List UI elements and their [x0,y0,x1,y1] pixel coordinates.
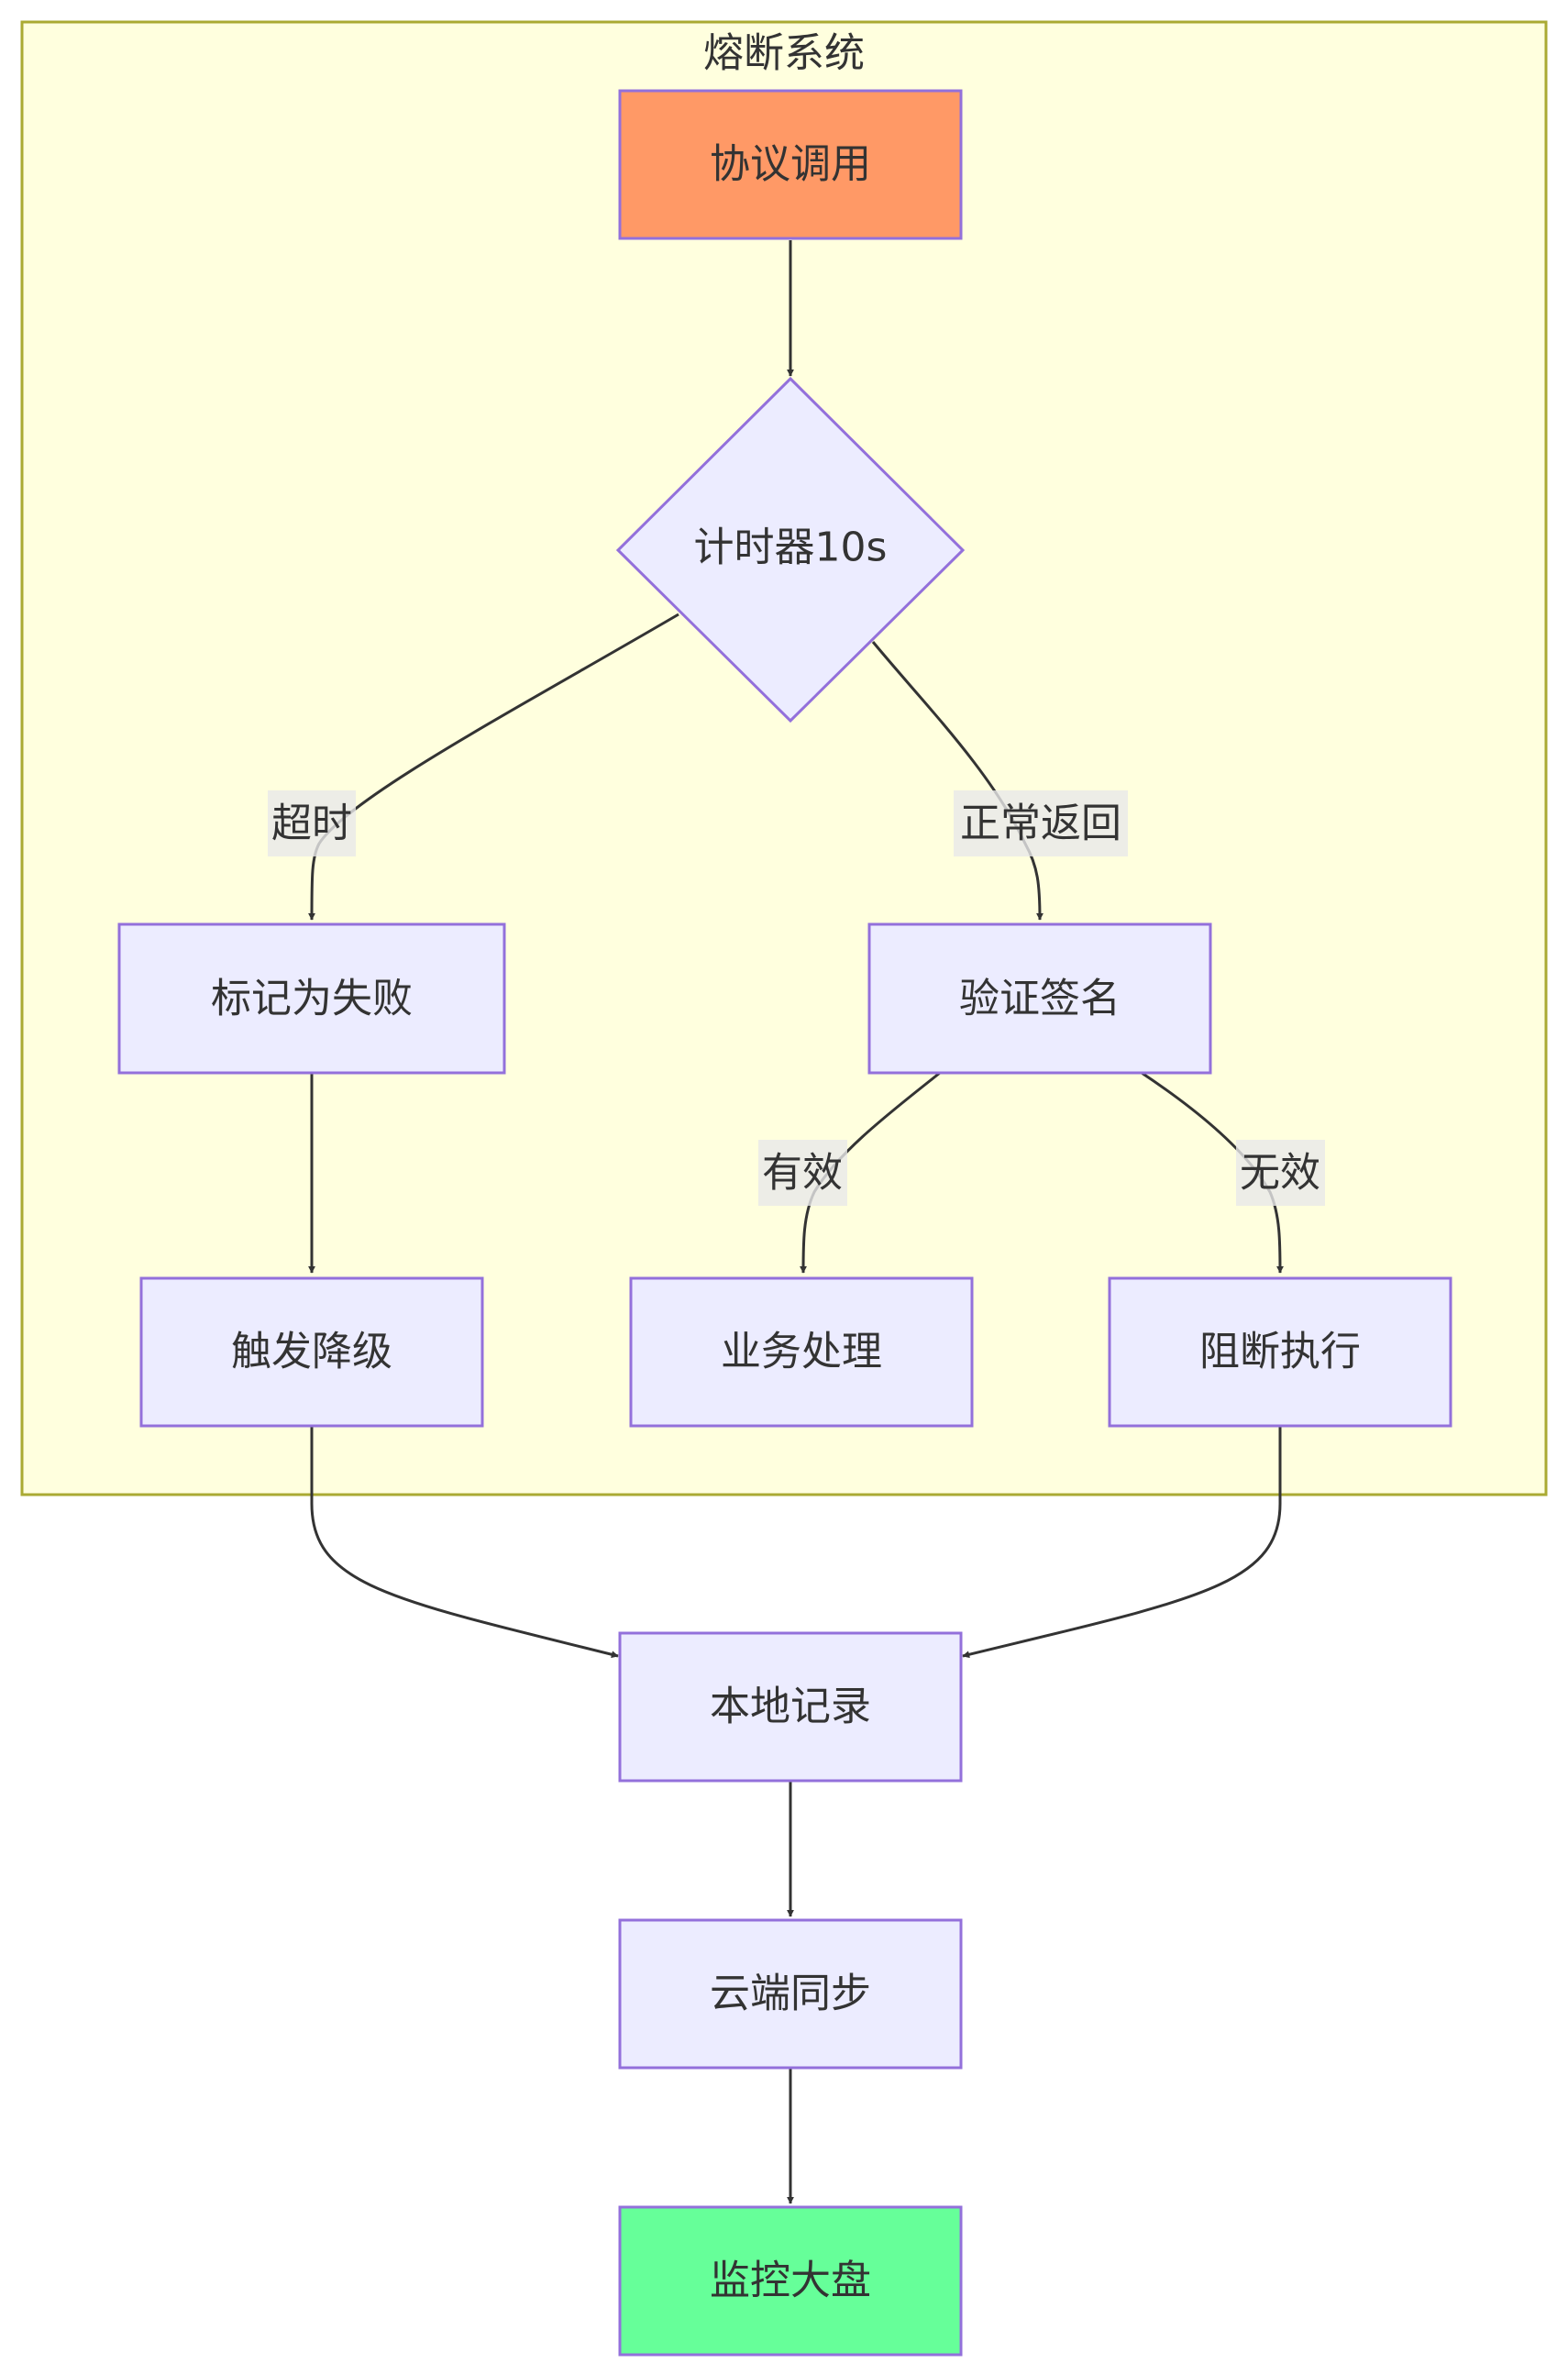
node-box [867,922,1212,1075]
node-label: 阻断执行 [1199,1329,1361,1375]
node-box [117,922,506,1075]
node-local-record[interactable]: 本地记录 [618,1631,963,1783]
node-box [1108,1276,1452,1428]
node-block-execution[interactable]: 阻断执行 [1108,1276,1452,1428]
cluster-title: 熔断系统 [703,30,865,77]
node-trigger-degrade[interactable]: 触发降级 [139,1276,484,1428]
edge-timer-to-mark-failed [308,613,679,921]
node-dashboard[interactable]: 监控大盘 [618,2205,963,2357]
edge-label-text: 正常返回 [960,801,1121,847]
node-label: 本地记录 [710,1684,871,1730]
node-label: 计时器10s [694,524,888,571]
cluster-box [20,20,1548,1496]
node-label: 云端同步 [710,1971,871,2017]
decision-diamond [615,376,966,723]
node-box [618,2205,963,2357]
node-box [139,1276,484,1428]
cluster-circuit-breaker: 熔断系统 [20,20,1548,1496]
edge-degrade-to-local [310,1426,619,1659]
edge-label-timeout: 超时 [268,790,356,856]
edge-label-bg [954,790,1128,856]
node-label: 业务处理 [721,1329,882,1375]
node-label: 验证签名 [959,976,1121,1022]
node-business-process[interactable]: 业务处理 [629,1276,974,1428]
node-mark-failed[interactable]: 标记为失败 [117,922,506,1075]
edge-label-bg [758,1140,847,1206]
node-label: 监控大盘 [710,2258,871,2304]
edge-label-normal-return: 正常返回 [954,790,1128,856]
node-box [618,89,963,240]
edge-label-bg [268,790,356,856]
edge-label-invalid: 无效 [1236,1140,1325,1206]
edge-label-text: 无效 [1240,1150,1320,1197]
node-protocol-call[interactable]: 协议调用 [618,89,963,240]
edge-label-bg [1236,1140,1325,1206]
node-cloud-sync[interactable]: 云端同步 [618,1918,963,2070]
edge-label-text: 超时 [271,801,352,847]
edge-label-valid: 有效 [758,1140,847,1206]
node-box [629,1276,974,1428]
node-verify-signature[interactable]: 验证签名 [867,922,1212,1075]
node-label: 触发降级 [231,1329,392,1375]
node-box [618,1918,963,2070]
edge-block-to-local [962,1426,1282,1659]
edge-label-text: 有效 [762,1150,843,1197]
node-label: 标记为失败 [211,976,413,1022]
node-timer-decision[interactable]: 计时器10s [615,376,966,723]
node-box [618,1631,963,1783]
node-label: 协议调用 [710,141,871,188]
